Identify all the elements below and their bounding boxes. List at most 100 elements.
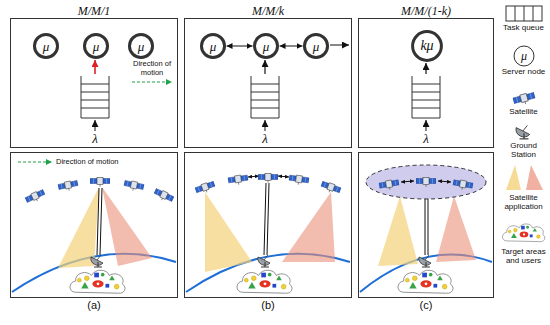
scene-panel: (c)	[358, 152, 494, 298]
rate-symbol: μ	[138, 40, 145, 53]
target-area	[70, 270, 125, 293]
server-node-circle	[413, 32, 442, 61]
task-queue	[412, 84, 440, 85]
scene-panel: (a)	[10, 152, 178, 298]
scene-panel: (b)	[184, 152, 352, 298]
server-node-circle	[304, 34, 327, 57]
dispatch-arrow	[264, 60, 265, 74]
satellite	[379, 179, 400, 192]
isl-arrow	[401, 181, 414, 182]
task-queue	[81, 108, 109, 109]
satellite-cluster	[366, 165, 486, 199]
legend-beam-icon	[526, 165, 543, 190]
rate-symbol: μ	[313, 40, 320, 53]
task-queue	[412, 76, 440, 118]
coverage-beam	[378, 196, 418, 266]
motion-note: Direction of motion	[56, 157, 156, 167]
task-queue	[412, 92, 440, 93]
satellite	[123, 179, 144, 192]
arrival-arrow	[426, 120, 427, 131]
legend-text: Server node	[499, 68, 548, 77]
ground-station	[419, 255, 431, 267]
task-queue	[81, 76, 109, 118]
task-queue	[251, 92, 279, 93]
legend-text: Satellite application	[499, 194, 548, 212]
arrival-rate: λ	[85, 132, 105, 146]
motion-arrow	[132, 81, 172, 82]
legend-ground-station-icon	[516, 125, 530, 139]
task-queue	[81, 100, 109, 101]
queue-model-panel: M/M/(1-k)kμ	[358, 18, 494, 148]
task-queue	[81, 84, 109, 85]
coverage-beam	[205, 192, 252, 272]
rate-symbol: μ	[263, 40, 270, 53]
task-queue	[81, 76, 109, 118]
coverage-beam	[436, 196, 476, 262]
task-queue	[251, 100, 279, 101]
scene-b	[186, 174, 350, 294]
legend-satellite-icon	[512, 91, 536, 107]
task-queue	[251, 76, 279, 118]
isl-arrow	[438, 181, 451, 182]
task-queue	[251, 76, 279, 118]
link-line	[267, 183, 269, 255]
panel-title: (a)	[11, 298, 177, 312]
legend-text: Target areas and users	[499, 248, 548, 266]
satellite	[416, 178, 436, 187]
satellite	[258, 174, 278, 183]
arrival-rate: λ	[416, 132, 436, 146]
link-line	[100, 188, 102, 255]
coverage-beam	[282, 192, 335, 262]
ground-station	[91, 255, 103, 267]
motion-note: Direction of motion	[126, 59, 178, 77]
rate-symbol: μ	[93, 40, 100, 53]
legend-text: Task queue	[499, 24, 548, 33]
legend-queue-icon	[533, 6, 534, 21]
link-line	[425, 198, 426, 255]
dispatch-arrow	[425, 63, 426, 74]
server-node-circle	[34, 34, 57, 57]
satellite	[90, 178, 110, 187]
legend-target-icon	[502, 224, 544, 242]
queue-model-panel: M/M/kμμμ	[184, 18, 352, 148]
task-queue	[251, 108, 279, 109]
legend-server-icon	[514, 46, 534, 66]
scene-c	[360, 165, 492, 293]
server-node: μ	[201, 34, 225, 58]
legend-beam-icon	[506, 165, 521, 190]
satellite	[288, 174, 309, 186]
handover-connector	[227, 46, 253, 47]
handover-connector	[280, 46, 303, 47]
legend-text: Ground Station	[499, 142, 548, 160]
server-node-circle	[254, 34, 277, 57]
panel-title: M/M/(1-k)	[359, 4, 493, 18]
task-queue	[81, 92, 109, 93]
task-queue	[412, 76, 440, 118]
server-node-circle	[201, 34, 224, 57]
satellite	[194, 180, 216, 196]
satellite	[228, 174, 249, 186]
server-node: μ	[34, 34, 58, 58]
server-node: μ	[84, 34, 108, 58]
satellite	[24, 189, 46, 206]
server-node-circle	[84, 34, 107, 57]
link-line	[97, 188, 99, 255]
rate-symbol: μ	[210, 40, 217, 53]
satellite	[452, 179, 473, 192]
target-area	[398, 270, 453, 293]
isl-arrow	[278, 176, 289, 177]
legend-text: Satellite	[499, 108, 548, 117]
target-area	[237, 270, 292, 293]
arrival-arrow	[95, 120, 96, 131]
legend-beam-icon	[506, 165, 543, 190]
link-line	[428, 198, 429, 255]
task-queue	[251, 84, 279, 85]
task-queue	[412, 100, 440, 101]
coverage-beam	[102, 187, 152, 266]
dispatch-arrow	[94, 60, 96, 74]
motion-arrow	[18, 161, 52, 162]
legend-queue-icon	[506, 6, 542, 21]
coverage-beam	[58, 187, 99, 268]
